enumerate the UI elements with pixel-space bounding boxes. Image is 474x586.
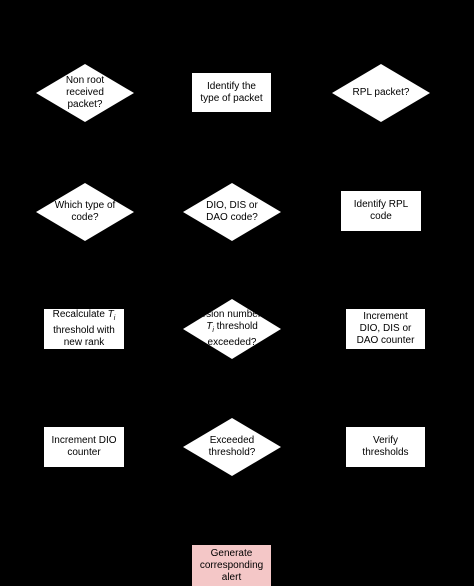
increment-counter-box <box>346 309 425 349</box>
rpl-packet-label: RPL packet? <box>352 87 410 98</box>
which-type-label: Which type of code? <box>54 200 116 223</box>
identify-type-label: Identify the type of packet <box>200 80 263 104</box>
exceeded-label: Exceeded threshold? <box>208 435 256 458</box>
ti-variable: T <box>107 309 114 320</box>
verify-label: Verify thresholds <box>362 435 409 458</box>
increment-dio-box <box>44 427 124 467</box>
version-number-diamond <box>183 299 281 359</box>
alert-label: Generate corresponding alert <box>199 547 264 583</box>
version-number-label: Version number or Ti threshold exceeded? <box>191 309 273 348</box>
alert-box <box>192 545 271 586</box>
ti-subscript: i <box>113 315 116 322</box>
ti-variable: T <box>206 321 213 332</box>
identify-rpl-box <box>341 191 421 231</box>
increment-dio-label: Increment DIO counter <box>51 435 117 458</box>
non-root-label: Non root received packet? <box>65 75 105 110</box>
identify-type-box <box>192 73 271 112</box>
rpl-packet-diamond <box>332 64 430 122</box>
recalculate-box <box>44 309 124 349</box>
increment-counter-label: Increment DIO, DIS or DAO counter <box>356 311 415 346</box>
dio-dis-dao-label: DIO, DIS or DAO code? <box>206 200 258 223</box>
recalculate-label: Recalculate Ti threshold with new rank <box>52 309 116 348</box>
identify-rpl-label: Identify RPL code <box>353 199 409 222</box>
dio-dis-dao-diamond <box>183 183 281 241</box>
exceeded-diamond <box>183 418 281 476</box>
verify-box <box>346 427 425 467</box>
which-type-diamond <box>36 183 134 241</box>
ti-subscript: i <box>212 327 214 334</box>
non-root-diamond <box>36 64 134 122</box>
